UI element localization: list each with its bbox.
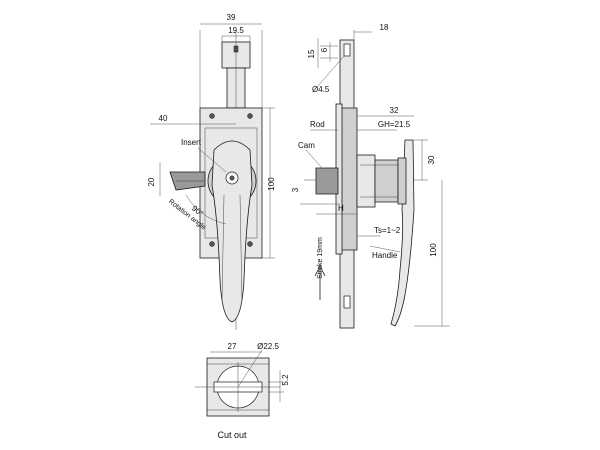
side-cam — [315, 167, 339, 195]
dim-3: 3 — [291, 187, 300, 192]
label-stroke: Stroke 19mm — [317, 237, 324, 279]
label-h: H — [338, 204, 344, 213]
front-view — [150, 23, 275, 330]
dim-cutout-27: 27 — [228, 342, 237, 351]
side-view-labels: 18 15 6 Ø4.5 32 GH=21.5 30 3 100 Ts=1~2 … — [291, 23, 438, 279]
dim-6: 6 — [320, 47, 329, 52]
dim-width-39: 39 — [227, 13, 236, 22]
dim-offset-40: 40 — [159, 114, 168, 123]
dim-gh-21-5: GH=21.5 — [378, 120, 411, 129]
dim-100-side: 100 — [429, 243, 438, 257]
label-cam: Cam — [298, 141, 315, 150]
dim-cutout-diameter: Ø22.5 — [257, 342, 279, 351]
dim-rod-19-5: 19.5 — [228, 26, 244, 35]
dim-top-18: 18 — [380, 23, 389, 32]
dim-30: 30 — [427, 155, 436, 164]
dim-cam-20: 20 — [147, 177, 156, 186]
side-handle — [390, 139, 415, 327]
label-handle: Handle — [372, 251, 398, 260]
side-bracket — [339, 107, 358, 251]
cutout-caption: Cut out — [217, 430, 247, 440]
cutout-view — [195, 349, 284, 417]
cutout-labels: 27 Ø22.5 5.2 Cut out — [217, 342, 290, 440]
dim-hole-4-5: Ø4.5 — [312, 85, 330, 94]
side-housing — [356, 154, 376, 208]
dim-height-100: 100 — [267, 177, 276, 191]
side-view — [300, 30, 450, 329]
label-rod: Rod — [310, 120, 325, 129]
dim-cutout-5-2: 5.2 — [281, 374, 290, 386]
label-insert: Insert — [181, 138, 202, 147]
dim-15: 15 — [307, 49, 316, 58]
dim-ts: Ts=1~2 — [374, 226, 401, 235]
front-handle — [211, 140, 253, 323]
dim-32: 32 — [390, 106, 399, 115]
